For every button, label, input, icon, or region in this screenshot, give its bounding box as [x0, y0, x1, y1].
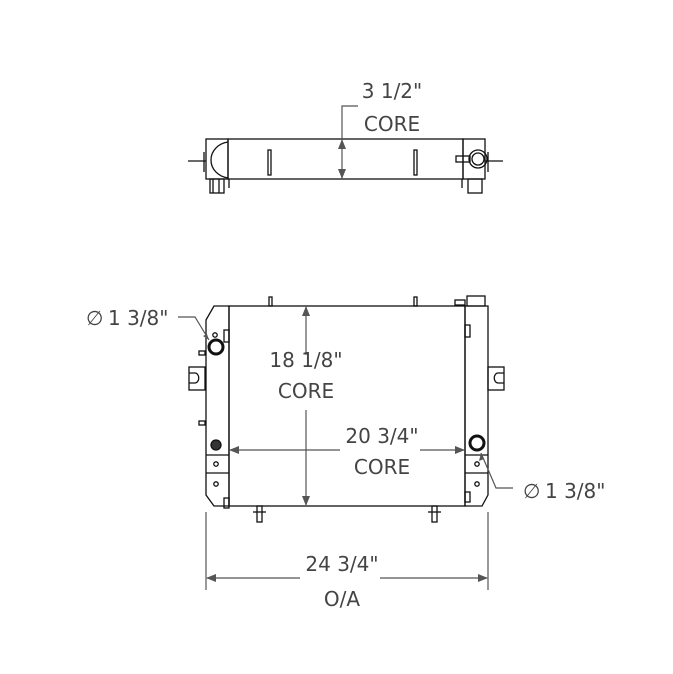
- top-view: [188, 138, 503, 194]
- outlet-diameter-symbol: ∅: [523, 479, 540, 503]
- inlet-diameter-symbol: ∅: [86, 306, 103, 330]
- drain-plug: [210, 439, 222, 451]
- height-value: 18 1/8": [269, 348, 342, 372]
- front-view: [188, 295, 505, 523]
- overall-value: 24 3/4": [305, 552, 378, 576]
- outlet-diameter: 1 3/8": [545, 479, 605, 503]
- inlet-diameter: 1 3/8": [108, 306, 168, 330]
- overall-label: O/A: [324, 587, 360, 611]
- depth-label: CORE: [364, 112, 420, 136]
- depth-value: 3 1/2": [362, 79, 422, 103]
- height-label: CORE: [278, 379, 334, 403]
- width-value: 20 3/4": [345, 424, 418, 448]
- inlet-fitting: [207, 338, 225, 356]
- outlet-fitting: [468, 434, 486, 452]
- depth-dimension: [338, 105, 358, 179]
- pipe-fittings: [207, 338, 486, 452]
- front-dimensions: [178, 306, 513, 590]
- width-label: CORE: [354, 455, 410, 479]
